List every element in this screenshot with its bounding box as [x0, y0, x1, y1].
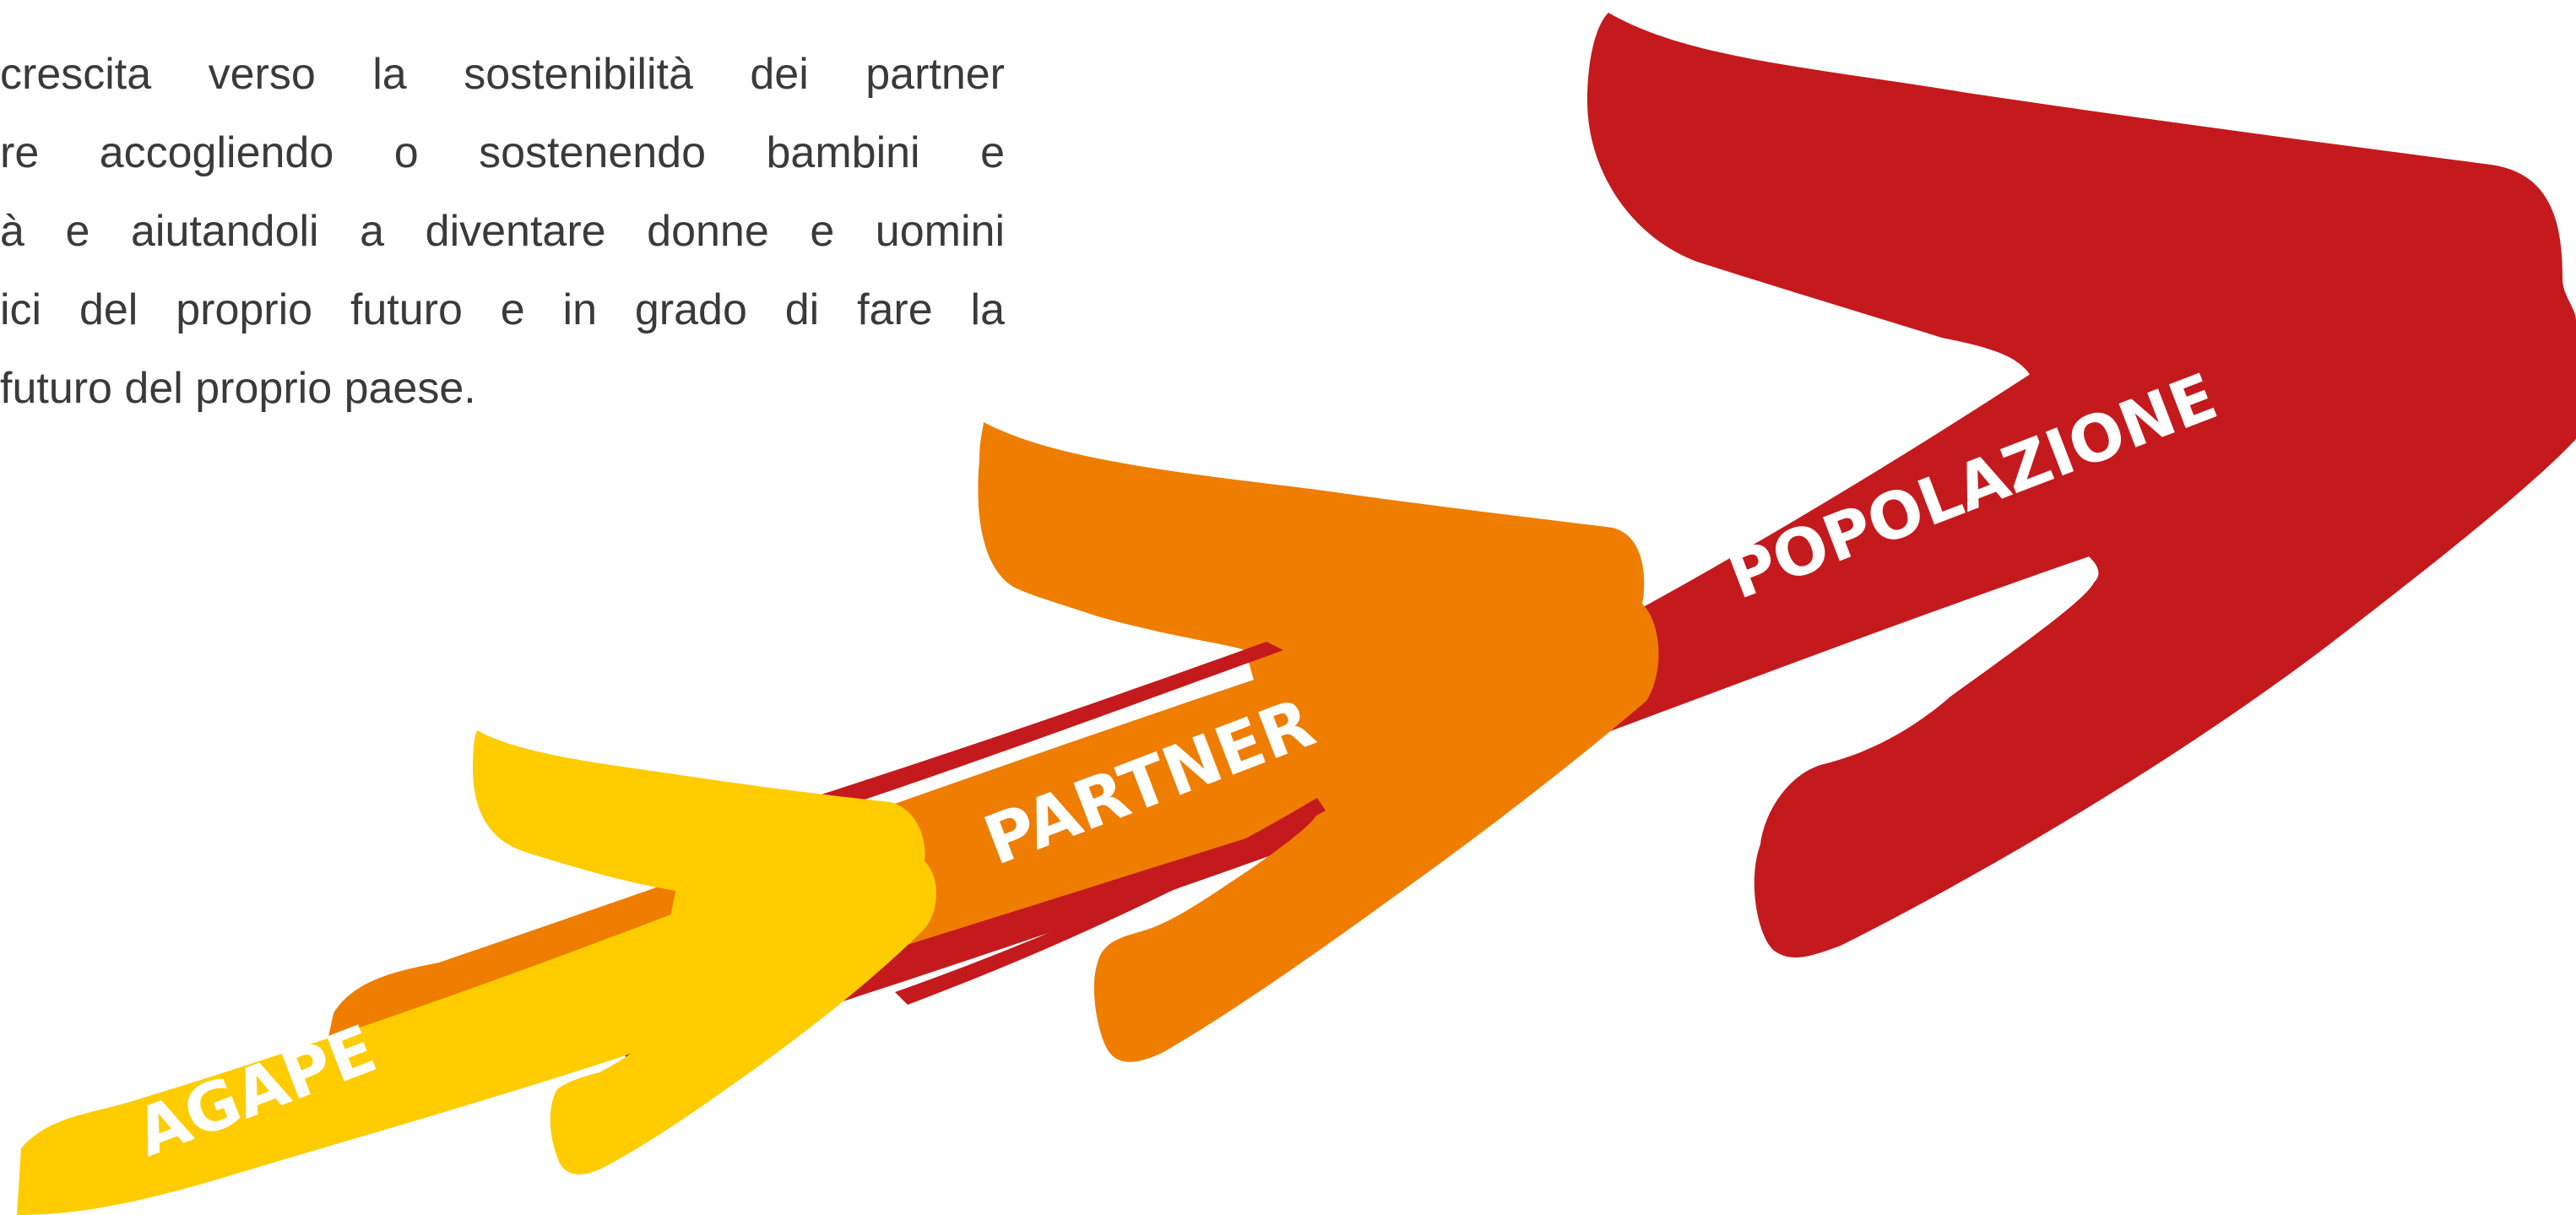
- intro-line-5: futuro del proprio paese.: [0, 364, 476, 413]
- popolazione-arrow-head: [1587, 13, 2576, 958]
- partner-arrow-head: [978, 422, 1659, 1062]
- agape-arrow: [17, 730, 936, 1215]
- agape-arrow-shaft: [17, 887, 794, 1215]
- intro-line-1: crescita verso la sostenibilità dei part…: [0, 50, 1005, 99]
- intro-line-2: re accogliendo o sostenendo bambini e: [0, 128, 1005, 177]
- intro-line-3: à e aiutandoli a diventare donne e uomin…: [0, 207, 1005, 256]
- intro-paragraph: crescita verso la sostenibilità dei part…: [0, 35, 1005, 428]
- popolazione-arrow-lower-sliver: [895, 798, 1326, 1005]
- popolazione-arrow-underlay: [811, 642, 1283, 806]
- intro-line-4: ici del proprio futuro e in grado di far…: [0, 285, 1005, 334]
- agape-arrow-head: [473, 730, 936, 1174]
